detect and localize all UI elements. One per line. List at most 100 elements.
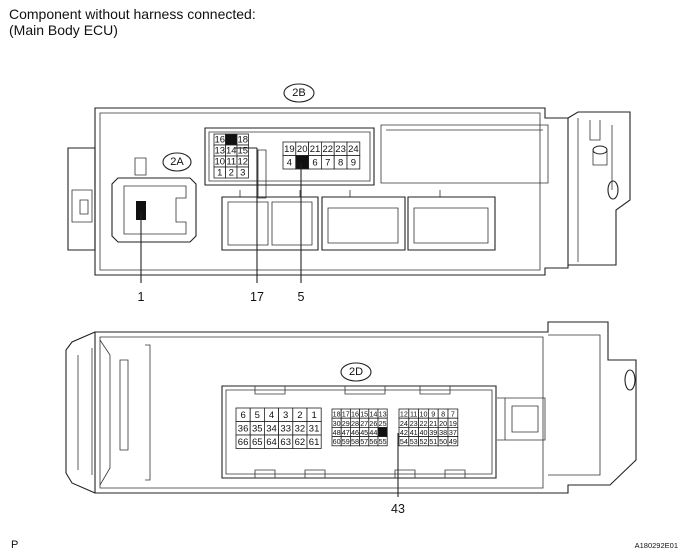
pin-label: 39 bbox=[429, 428, 437, 437]
pin-cell bbox=[447, 436, 459, 447]
tag-2b-label: 2B bbox=[292, 87, 305, 99]
pin-label: 15 bbox=[360, 410, 368, 419]
ecu-top-body bbox=[67, 107, 631, 276]
tag-2a-label: 2A bbox=[170, 156, 184, 168]
pin-label: 6 bbox=[240, 410, 245, 421]
pin-label: 50 bbox=[439, 437, 447, 446]
pin-label: 64 bbox=[266, 437, 277, 448]
pin-label: 10 bbox=[214, 157, 225, 168]
pin-label: 30 bbox=[333, 419, 341, 428]
pin-label: 22 bbox=[323, 144, 334, 155]
pin-label: 56 bbox=[369, 437, 377, 446]
pin-label: 57 bbox=[360, 437, 368, 446]
pin-label: 21 bbox=[310, 144, 321, 155]
pin-label: 54 bbox=[400, 437, 408, 446]
pin-label: 7 bbox=[451, 410, 455, 419]
pin-label: 5 bbox=[255, 410, 260, 421]
pin-label: 38 bbox=[439, 428, 447, 437]
pin-label: 9 bbox=[431, 410, 435, 419]
pin-label: 63 bbox=[280, 437, 291, 448]
pin-cell bbox=[346, 155, 361, 170]
pin-label: 51 bbox=[429, 437, 437, 446]
pin-label: 27 bbox=[360, 419, 368, 428]
callout-pin-1: 1 bbox=[138, 290, 145, 304]
pin-label: 9 bbox=[351, 157, 356, 168]
pin-label: 26 bbox=[369, 419, 377, 428]
pin-label: 2 bbox=[229, 168, 234, 179]
pin-label: 24 bbox=[400, 419, 408, 428]
pin-label: 14 bbox=[369, 410, 377, 419]
pin-label: 1 bbox=[217, 168, 222, 179]
pin-label: 20 bbox=[439, 419, 447, 428]
pin-label: 41 bbox=[410, 428, 418, 437]
pin-label: 10 bbox=[420, 410, 428, 419]
figure-code: A180292E01 bbox=[635, 541, 678, 550]
tag-2d-label: 2D bbox=[349, 366, 363, 378]
pin-label: 21 bbox=[429, 419, 437, 428]
pin-label: 24 bbox=[348, 144, 359, 155]
callout-pin-43: 43 bbox=[391, 502, 405, 516]
pin-label: 13 bbox=[379, 410, 387, 419]
pin-label: 23 bbox=[410, 419, 418, 428]
callout-leaders bbox=[140, 147, 399, 497]
pin-label: 13 bbox=[214, 146, 225, 157]
pin-label: 61 bbox=[309, 437, 320, 448]
footer-left-label: P bbox=[11, 539, 18, 551]
caption-line-1: Component without harness connected: bbox=[9, 6, 256, 22]
pin-label: 60 bbox=[333, 437, 341, 446]
pin-label: 42 bbox=[400, 428, 408, 437]
pin-label: 4 bbox=[287, 157, 292, 168]
pin-label: 17 bbox=[342, 410, 350, 419]
pin-label: 2 bbox=[297, 410, 302, 421]
ecu-bottom-body bbox=[65, 321, 637, 494]
pin-label: 11 bbox=[226, 157, 236, 168]
pin-label: 3 bbox=[283, 410, 288, 421]
caption-line-2: (Main Body ECU) bbox=[9, 22, 118, 38]
pin-label: 62 bbox=[295, 437, 306, 448]
pin-label: 65 bbox=[252, 437, 263, 448]
pin-label: 1 bbox=[311, 410, 316, 421]
pin-label: 46 bbox=[351, 428, 359, 437]
pin-label: 15 bbox=[237, 146, 248, 157]
pin-label: 12 bbox=[400, 410, 408, 419]
pin-label: 19 bbox=[449, 419, 457, 428]
pin-label: 37 bbox=[449, 428, 457, 437]
pin-label: 35 bbox=[252, 423, 263, 434]
pin-label: 18 bbox=[237, 135, 248, 146]
pin-1-highlight bbox=[136, 201, 146, 220]
pin-label: 58 bbox=[351, 437, 359, 446]
pin-label: 49 bbox=[449, 437, 457, 446]
pin-label: 52 bbox=[420, 437, 428, 446]
tag-2a bbox=[162, 152, 192, 172]
pin-label: 53 bbox=[410, 437, 418, 446]
pin-label: 14 bbox=[226, 146, 237, 157]
pin-label: 19 bbox=[284, 144, 295, 155]
tag-2b bbox=[283, 83, 315, 103]
pin-cell bbox=[225, 133, 238, 146]
pin-label: 8 bbox=[338, 157, 343, 168]
pin-label: 18 bbox=[333, 410, 341, 419]
pin-cell bbox=[377, 426, 388, 437]
pin-label: 55 bbox=[379, 437, 387, 446]
pin-label: 16 bbox=[214, 135, 225, 146]
pin-label: 7 bbox=[325, 157, 330, 168]
callout-pin-5: 5 bbox=[298, 290, 305, 304]
pin-label: 23 bbox=[335, 144, 346, 155]
pin-label: 8 bbox=[441, 410, 445, 419]
pin-cell bbox=[306, 434, 322, 449]
pin-label: 36 bbox=[238, 423, 249, 434]
pin-label: 40 bbox=[420, 428, 428, 437]
pin-label: 44 bbox=[369, 428, 377, 437]
pin-cell bbox=[377, 436, 388, 447]
pin-label: 31 bbox=[309, 423, 320, 434]
pin-label: 22 bbox=[420, 419, 428, 428]
pin-label: 3 bbox=[240, 168, 245, 179]
connector-2a: 2A bbox=[111, 152, 197, 243]
